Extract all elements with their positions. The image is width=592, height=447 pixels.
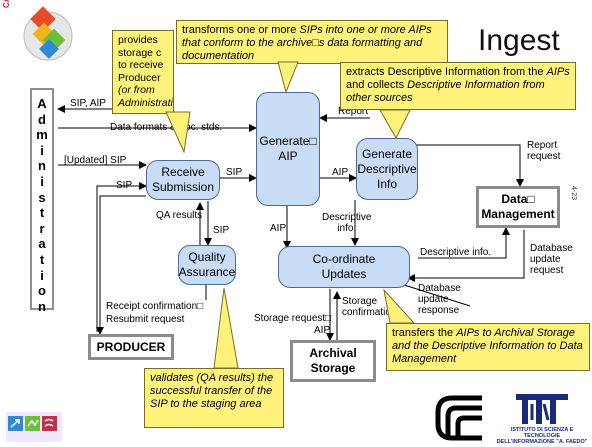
label-aip-descriptive: AIP: [332, 167, 349, 178]
label-sip-producer: SIP: [116, 180, 133, 191]
arrow-sip-from-producer: [96, 182, 147, 332]
administration-letter: i: [40, 173, 44, 189]
label-descriptive-info-dm: Descriptive info.: [420, 247, 492, 258]
callout-coordinate-updates: transfers the AIPs to Archival Storage a…: [386, 323, 590, 371]
arrow-db-update-request: [407, 230, 525, 282]
callout-generate-descriptive: extracts Descriptive Information from th…: [340, 62, 576, 110]
administration-letter: n: [38, 158, 46, 174]
label-sip-generate: SIP: [226, 167, 243, 178]
data-management-node[interactable]: Data□ Management: [476, 186, 560, 228]
quality-assurance-node[interactable]: Quality Assurance: [178, 245, 236, 285]
producer-node[interactable]: PRODUCER: [88, 334, 174, 360]
pointer-qa: [213, 287, 239, 369]
callout-receive-submission: provides storage c to receive Producer (…: [112, 30, 174, 114]
arrow-report-request: [380, 144, 524, 187]
administration-letter: r: [39, 220, 45, 236]
isti-logo-icon: [516, 394, 568, 424]
administration-letter: A: [37, 96, 47, 111]
arrow-descriptive-to-dm: [418, 227, 510, 259]
label-data-formats: Data formats & doc. stds.: [110, 122, 223, 133]
label-aip-storage: AIP: [314, 325, 331, 336]
administration-letter: d: [38, 111, 46, 127]
page-number: 4-23: [570, 186, 577, 201]
isti-institute-name: ISTITUTO DI SCIENZA E TECNOLOGIE DELL'IN…: [496, 427, 588, 445]
arrow-db-update-response: [397, 282, 471, 307]
label-qa-results: QA results: [156, 210, 203, 221]
administration-letter: i: [40, 267, 44, 283]
label-aip-coordinate: AIP: [270, 223, 287, 234]
arrow-receipt-confirmation: [96, 195, 146, 335]
administration-letter: t: [39, 251, 45, 267]
administration-letter: n: [38, 298, 46, 314]
pointer-descriptive: [379, 109, 411, 140]
caspar-logo-icon: [23, 6, 73, 61]
coordinate-updates-node[interactable]: Co-ordinate Updates: [278, 246, 410, 288]
pointer-receive: [165, 111, 191, 154]
label-db-update-response: Database update response: [418, 283, 461, 316]
receive-submission-node[interactable]: Receive Submission: [146, 160, 220, 200]
label-descriptive-info: Descriptive info.: [322, 212, 372, 234]
label-storage-confirmation: Storage confirmation: [342, 296, 397, 318]
archival-storage-node[interactable]: Archival Storage: [290, 340, 376, 382]
generate-descriptive-info-node[interactable]: Generate Descriptive Info: [356, 138, 418, 200]
callout-quality-assurance: validates (QA results) the successful tr…: [144, 368, 284, 428]
administration-letter: t: [39, 205, 45, 221]
cnr-logo-icon: [435, 395, 482, 441]
callout-generate-aip: transforms one or more SIPs into one or …: [176, 20, 448, 64]
administration-letter: m: [36, 127, 48, 143]
bottom-left-logo-icon: [6, 412, 62, 442]
label-receipt-confirmation: Receipt confirmation□ Resubmit request: [106, 301, 204, 325]
label-report: Report: [338, 106, 369, 117]
administration-letter: a: [38, 236, 46, 252]
label-sip-aip: SIP, AIP: [70, 98, 106, 109]
label-report-request: Report request: [527, 140, 561, 162]
administration-letter: s: [38, 189, 46, 205]
administration-letter: o: [38, 283, 46, 299]
pointer-coordinate: [383, 288, 416, 324]
page-title: Ingest: [478, 24, 560, 57]
administration-letter: i: [40, 142, 44, 158]
label-db-update-request: Database update request: [530, 243, 573, 276]
pointer-generate: [277, 61, 299, 94]
label-updated-sip: [Updated] SIP: [64, 155, 127, 166]
label-storage-request: Storage request□: [254, 313, 332, 324]
label-sip-qa: SIP: [213, 225, 230, 236]
generate-aip-node[interactable]: Generate□ AIP: [256, 92, 320, 206]
